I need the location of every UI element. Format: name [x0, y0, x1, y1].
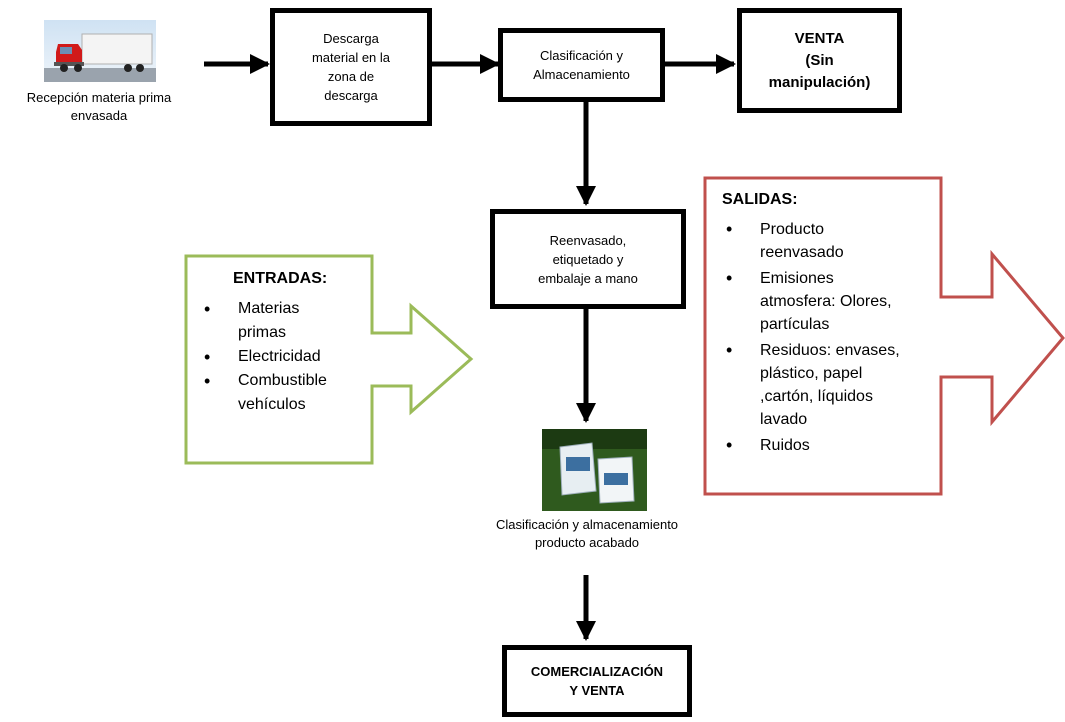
outputs-item: Ruidos: [720, 434, 950, 457]
outputs-item: Residuos: envases, plástico, papel ,cart…: [720, 339, 950, 431]
sale-box: VENTA (Sin manipulación): [737, 8, 902, 113]
classification-label: Clasificación y Almacenamiento: [533, 48, 630, 82]
unloading-label: Descarga material en la zona de descarga: [311, 31, 391, 103]
outputs-title: SALIDAS:: [722, 191, 798, 208]
commercialization-label: COMERCIALIZACIÓN Y VENTA: [530, 664, 664, 698]
outputs-item-text: Ruidos: [760, 437, 810, 454]
inputs-item: Electricidad: [198, 345, 388, 369]
outputs-item: Emisiones atmosfera: Olores, partículas: [720, 267, 950, 336]
inputs-item-text: Combustible vehículos: [238, 372, 327, 413]
outputs-item-text: Producto reenvasado: [760, 221, 844, 261]
product-bags-image: [542, 429, 647, 511]
unloading-box: Descarga material en la zona de descarga: [270, 8, 432, 126]
inputs-list: Materias primas Electricidad Combustible…: [198, 297, 388, 417]
outputs-item: Producto reenvasado: [720, 218, 950, 264]
inputs-item: Materias primas: [198, 297, 388, 345]
inputs-item: Combustible vehículos: [198, 369, 388, 417]
repackaging-label: Reenvasado, etiquetado y embalaje a mano: [538, 232, 638, 286]
inputs-item-text: Electricidad: [238, 348, 321, 365]
commercialization-box: COMERCIALIZACIÓN Y VENTA: [502, 645, 692, 717]
inputs-item-text: Materias primas: [238, 300, 300, 341]
repackaging-box: Reenvasado, etiquetado y embalaje a mano: [490, 209, 686, 309]
outputs-list: Producto reenvasado Emisiones atmosfera:…: [720, 218, 950, 457]
classification-box: Clasificación y Almacenamiento: [498, 28, 665, 102]
inputs-title: ENTRADAS:: [233, 270, 328, 287]
sale-label: VENTA (Sin manipulación): [768, 29, 871, 91]
reception-label: Recepción materia prima envasada: [26, 90, 172, 123]
finished-storage-label: Clasificación y almacenamiento producto …: [495, 517, 679, 550]
outputs-item-text: Emisiones atmosfera: Olores, partículas: [760, 270, 892, 333]
truck-image: [44, 20, 156, 82]
outputs-item-text: Residuos: envases, plástico, papel ,cart…: [760, 342, 900, 428]
